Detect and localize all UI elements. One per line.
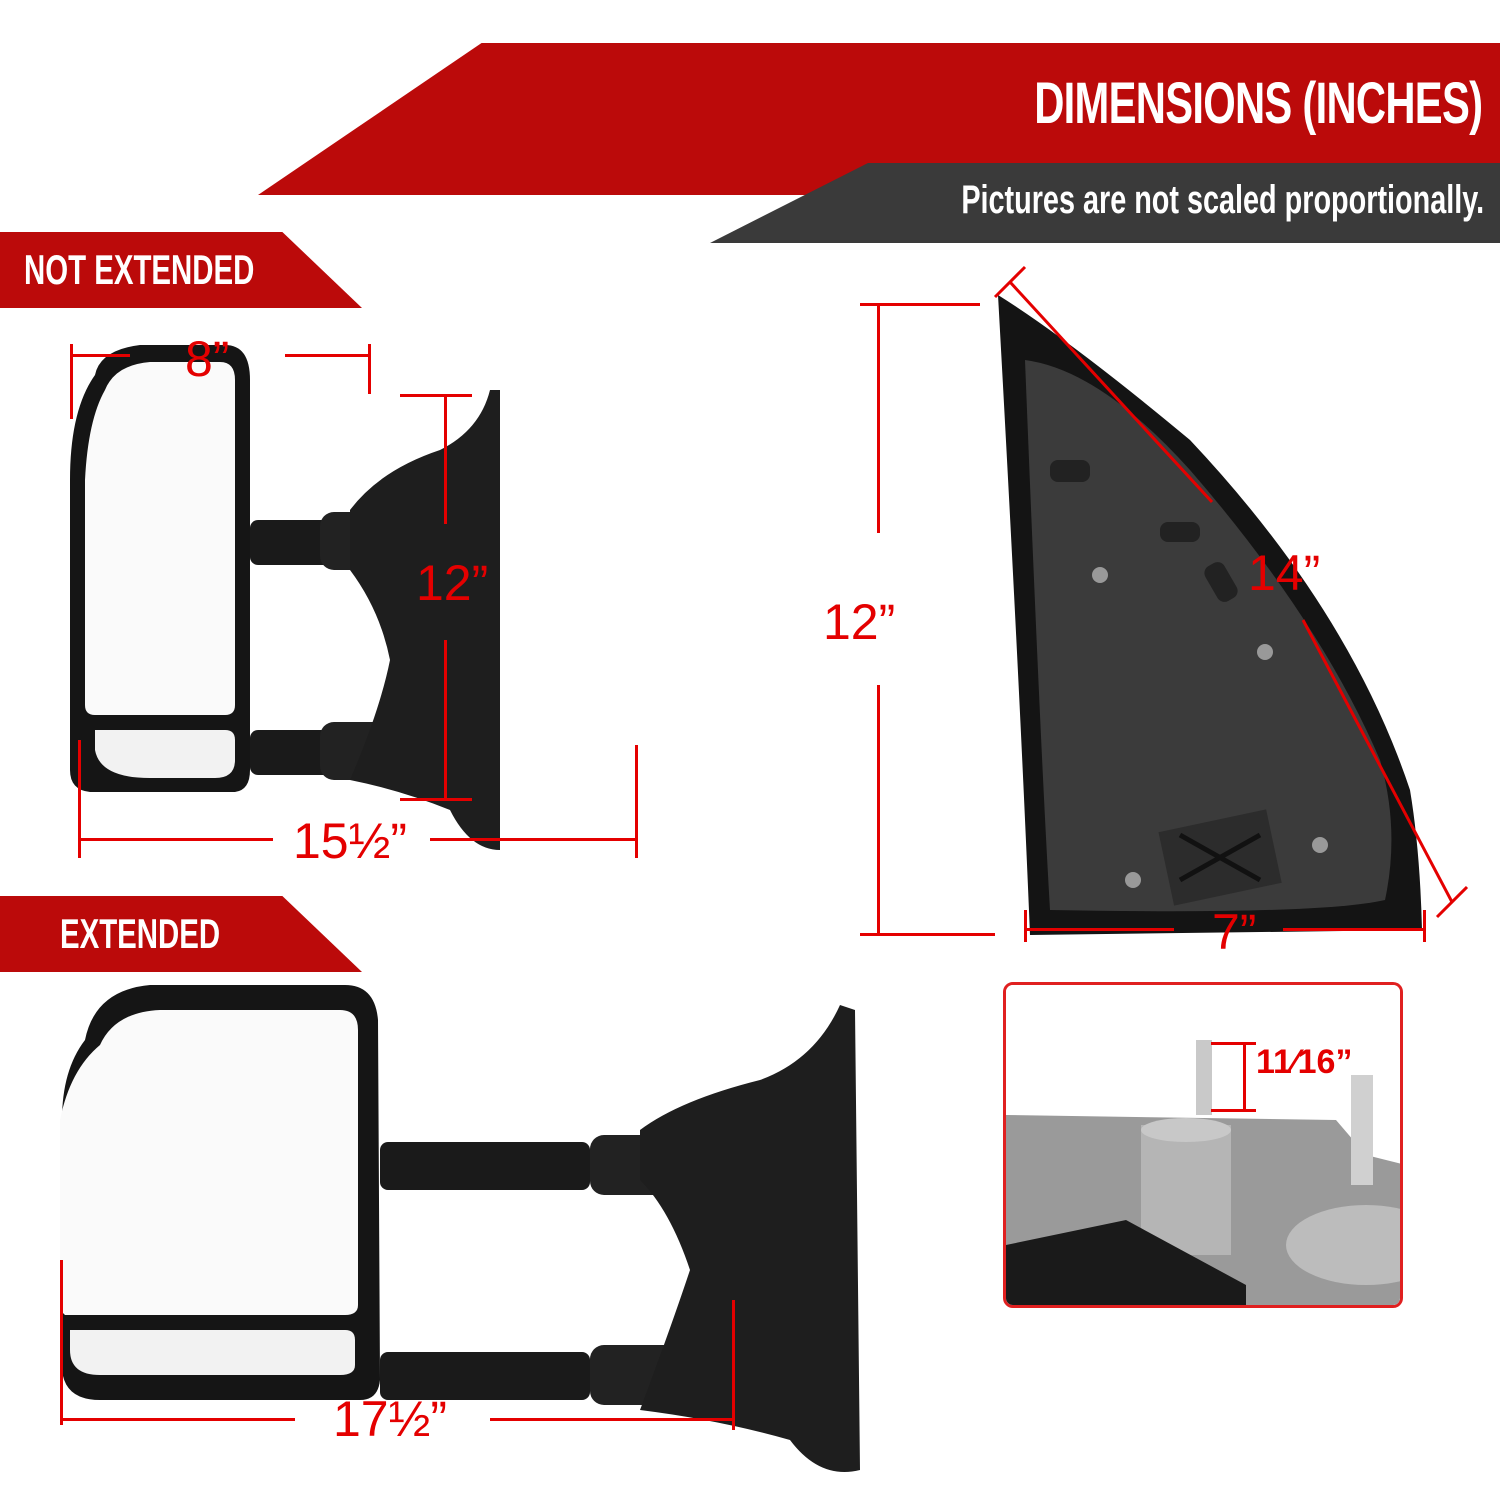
dim-line	[285, 354, 370, 357]
dim-line	[70, 354, 130, 357]
dim-line	[860, 933, 995, 936]
plate-height-12-label: 12”	[823, 594, 896, 650]
diagonal-dim-lines	[993, 265, 1469, 919]
dim-line	[860, 303, 980, 306]
dim-line	[732, 1300, 735, 1430]
plate-width-7-label: 7”	[1212, 904, 1257, 960]
dim-line	[400, 394, 472, 397]
dim-line	[877, 303, 880, 533]
width-8-label: 8”	[185, 331, 230, 387]
dim-line	[1423, 910, 1426, 942]
dim-line	[78, 838, 273, 841]
overall-15-5-label: 15½”	[293, 813, 407, 869]
dim-line	[1211, 1042, 1256, 1045]
dim-line	[1211, 1109, 1256, 1112]
not-extended-label: NOT EXTENDED	[24, 246, 255, 293]
extended-tag: EXTENDED	[0, 896, 362, 972]
page-title: DIMENSIONS (INCHES)	[1033, 71, 1483, 136]
page-subtitle: Pictures are not scaled proportionally.	[961, 178, 1484, 222]
dim-line	[444, 640, 447, 800]
stud-detail-panel: 11⁄16”	[1003, 982, 1403, 1308]
dim-line	[430, 838, 637, 841]
dim-line	[400, 798, 472, 801]
dim-line	[444, 394, 447, 524]
dim-line	[60, 1260, 63, 1425]
dim-line	[1024, 928, 1174, 931]
stud-detail-photo	[1006, 985, 1400, 1305]
dim-line	[60, 1418, 295, 1421]
mount-plate-illustration	[998, 295, 1422, 935]
dim-line	[635, 745, 638, 858]
dim-line	[1024, 910, 1027, 942]
mirror-not-extended-illustration	[70, 345, 500, 850]
dim-line	[70, 344, 73, 419]
arm-12-label: 12”	[416, 555, 489, 611]
dim-line	[490, 1418, 735, 1421]
dim-line	[1283, 928, 1425, 931]
overall-17-5-label: 17½”	[333, 1391, 447, 1447]
plate-diagonal-14-label: 14”	[1248, 545, 1321, 601]
extended-label: EXTENDED	[60, 910, 221, 957]
dim-line	[368, 344, 371, 394]
subheader-banner	[710, 163, 1500, 243]
not-extended-tag: NOT EXTENDED	[0, 232, 362, 308]
dim-line	[1243, 1042, 1246, 1112]
dim-line	[877, 685, 880, 935]
dim-line	[78, 740, 81, 858]
stud-length-label: 11⁄16”	[1256, 1043, 1353, 1081]
mirror-extended-illustration	[60, 985, 860, 1472]
